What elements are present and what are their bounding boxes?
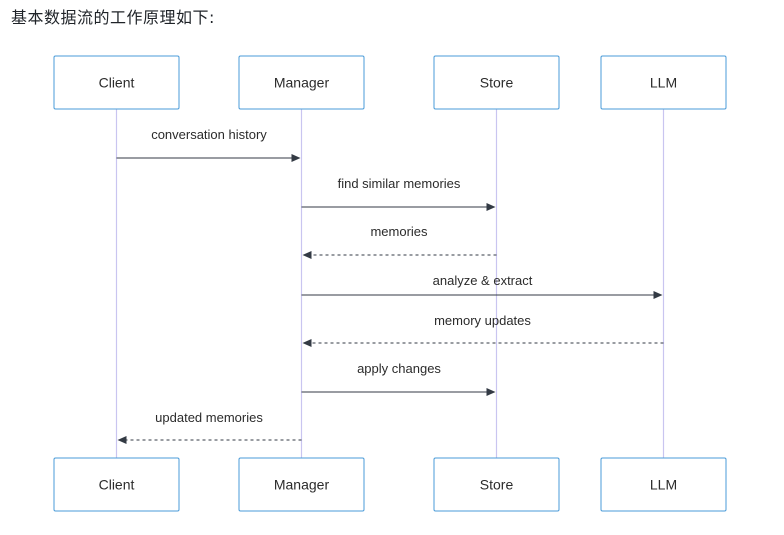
messages: conversation history find similar memorie…: [116, 127, 664, 444]
participant-box: [433, 55, 560, 110]
message-label: find similar memories: [338, 176, 461, 191]
participant-store-top: Store: [433, 55, 560, 110]
message-7: updated memories: [117, 410, 302, 444]
arrowhead-icon: [486, 388, 496, 396]
participant-box: [600, 457, 727, 512]
arrowhead-icon: [653, 291, 663, 299]
participant-store-bottom: Store: [433, 457, 560, 512]
participant-label: Store: [480, 75, 514, 91]
participant-label: Manager: [274, 477, 330, 493]
participant-label: Manager: [274, 75, 330, 91]
message-label: analyze & extract: [433, 273, 533, 288]
message-5: memory updates: [302, 313, 664, 347]
participant-client-top: Client: [53, 55, 180, 110]
participant-label: Store: [480, 477, 514, 493]
participant-llm-top: LLM: [600, 55, 727, 110]
arrowhead-icon: [117, 436, 127, 444]
participant-box: [238, 55, 365, 110]
participants-bottom: Client Manager Store LLM: [53, 457, 727, 512]
participant-label: Client: [99, 477, 135, 493]
participants-top: Client Manager Store LLM: [53, 55, 727, 110]
participant-box: [53, 55, 180, 110]
message-label: conversation history: [151, 127, 267, 142]
participant-llm-bottom: LLM: [600, 457, 727, 512]
message-label: memory updates: [434, 313, 531, 328]
message-6: apply changes: [301, 361, 496, 396]
participant-box: [53, 457, 180, 512]
arrowhead-icon: [302, 339, 312, 347]
participant-manager-bottom: Manager: [238, 457, 365, 512]
message-3: memories: [302, 224, 497, 259]
message-label: memories: [370, 224, 428, 239]
participant-label: LLM: [650, 75, 677, 91]
participant-label: Client: [99, 75, 135, 91]
participant-client-bottom: Client: [53, 457, 180, 512]
arrowhead-icon: [291, 154, 301, 162]
arrowhead-icon: [486, 203, 496, 211]
message-4: analyze & extract: [301, 273, 663, 299]
participant-manager-top: Manager: [238, 55, 365, 110]
participant-box: [433, 457, 560, 512]
arrowhead-icon: [302, 251, 312, 259]
message-label: apply changes: [357, 361, 441, 376]
lifelines: [115, 109, 665, 458]
message-1: conversation history: [116, 127, 301, 162]
participant-box: [600, 55, 727, 110]
message-2: find similar memories: [301, 176, 496, 211]
page-heading: 基本数据流的工作原理如下:: [11, 8, 215, 27]
participant-box: [238, 457, 365, 512]
message-label: updated memories: [155, 410, 263, 425]
participant-label: LLM: [650, 477, 677, 493]
